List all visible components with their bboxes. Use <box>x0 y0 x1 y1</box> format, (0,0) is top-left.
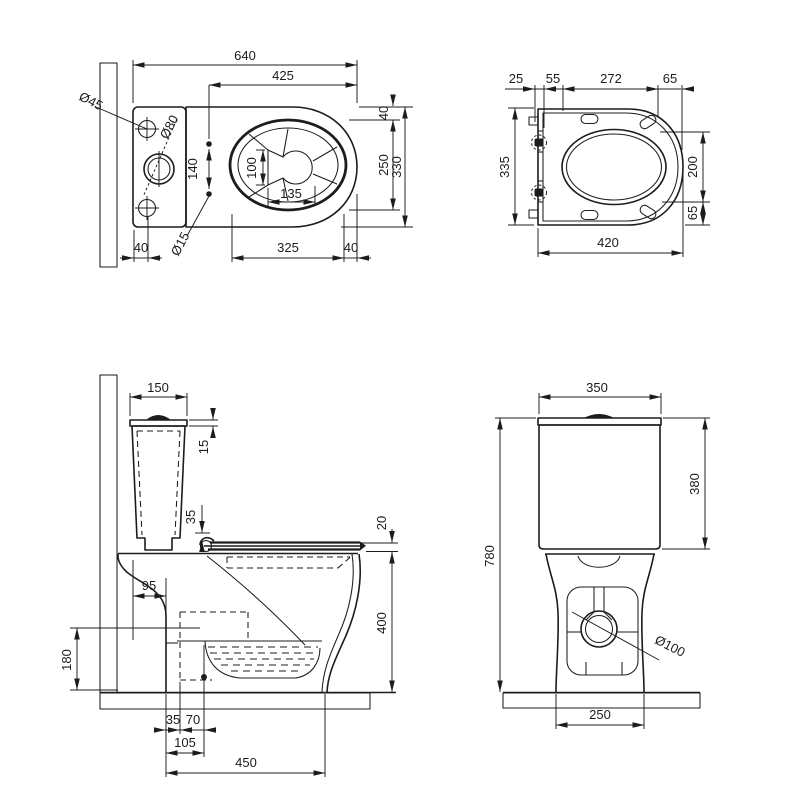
tank-lid <box>537 417 662 426</box>
dim-front-offset: 40 <box>344 240 358 255</box>
tank-lid <box>129 419 188 427</box>
trap-hidden-lines <box>179 556 351 681</box>
seat-plan-view: 25 55 272 65 335 200 65 420 <box>497 71 710 257</box>
rear-view: 350 380 780 Ø100 250 <box>482 380 710 729</box>
outlet-leader <box>571 611 660 661</box>
tank-outline <box>132 106 187 228</box>
supply-holes <box>135 117 159 220</box>
dim-bolt-offset-a: 35 <box>166 712 180 727</box>
seat-bolt-hole-rear <box>206 141 212 147</box>
dim-bowl-inner-width: 250 <box>376 154 391 176</box>
side-dimension-texts: 150 15 35 20 95 180 400 35 70 105 450 <box>59 380 389 770</box>
tank-knob <box>146 415 171 420</box>
dim-tank-to-front: 425 <box>272 68 294 83</box>
drain-hole <box>142 118 178 198</box>
dim-slot-span: 272 <box>600 71 622 86</box>
dim-hinge-width: 55 <box>546 71 560 86</box>
dim-outlet-width: 100 <box>244 157 259 179</box>
plan-dimensions <box>95 60 413 262</box>
dim-outlet-length: 135 <box>280 186 302 201</box>
dim-seat-width: 335 <box>497 156 512 178</box>
dim-bowl-height: 400 <box>374 612 389 634</box>
seat-outer-outline <box>537 108 684 226</box>
bowl-back-outer <box>326 553 362 693</box>
label-drain-hole: Ø80 <box>157 113 182 142</box>
dim-tank-width: 350 <box>586 380 608 395</box>
dim-tank-top-width: 150 <box>147 380 169 395</box>
dim-rim-top-offset: 40 <box>376 106 391 120</box>
tank-inner-dashed <box>136 430 181 536</box>
rear-dimensions <box>495 393 710 729</box>
label-outlet-hole: Ø100 <box>652 632 687 660</box>
dim-bowl-width: 330 <box>389 156 404 178</box>
wall-hatch <box>99 62 118 268</box>
dim-overall-length: 640 <box>234 48 256 63</box>
seat-opening-inner <box>565 133 663 201</box>
bowl-body-outline <box>185 106 358 228</box>
dim-overall-height: 780 <box>482 545 497 567</box>
dim-tank-height: 380 <box>687 473 702 495</box>
floor-hatch <box>502 692 701 709</box>
bowl-smile-curve <box>577 555 621 568</box>
tank-body <box>131 425 186 551</box>
seat-opening-outer <box>561 128 667 206</box>
rear-dimension-texts: 350 380 780 Ø100 250 <box>482 380 702 722</box>
seat-closed <box>199 536 366 553</box>
outlet-circle-outer <box>580 610 618 648</box>
seat-dimensions <box>505 85 710 257</box>
tank-body <box>538 424 661 550</box>
bumper-slots <box>580 113 657 221</box>
dim-trap-offset: 95 <box>142 578 156 593</box>
bowl-rim-outer <box>228 118 348 212</box>
hinge-circle-front <box>531 184 547 201</box>
seat-bolt-hole-front <box>206 191 212 197</box>
pedestal-front-profile <box>117 554 167 692</box>
dim-tank-to-seat: 35 <box>183 510 198 524</box>
dim-bolt-spacing: 140 <box>185 158 200 180</box>
rim-spokes <box>248 128 338 202</box>
hinge-plate <box>528 116 543 219</box>
dim-hole-offset: 40 <box>134 240 148 255</box>
seat-dimension-texts: 25 55 272 65 335 200 65 420 <box>497 71 700 250</box>
dim-seat-length: 420 <box>597 235 619 250</box>
toilet-plan-view: 640 425 40 250 330 140 100 135 40 325 40… <box>77 48 413 268</box>
dim-inner-depth: 200 <box>685 156 700 178</box>
side-section-view: 150 15 35 20 95 180 400 35 70 105 450 <box>59 374 398 777</box>
flush-pipe <box>567 587 638 675</box>
flush-outlet <box>267 149 313 186</box>
dim-bolt-offset-b: 70 <box>186 712 200 727</box>
hinge-bolt-front <box>534 188 544 197</box>
outlet-circle-inner <box>584 614 614 644</box>
dim-bolt-offset-c: 105 <box>174 735 196 750</box>
dim-side-offset: 65 <box>663 71 677 86</box>
bowl-left-profile <box>545 553 559 693</box>
dim-overall-depth: 450 <box>235 755 257 770</box>
dim-seat-thickness: 20 <box>374 516 389 530</box>
dim-hinge-offset: 25 <box>509 71 523 86</box>
bowl-back-inner <box>321 553 354 693</box>
bowl-front-curve <box>206 555 306 646</box>
side-dimensions <box>70 393 398 777</box>
dim-inner-offset: 65 <box>685 206 700 220</box>
tank-knob <box>584 414 614 418</box>
dim-bowl-front-length: 325 <box>277 240 299 255</box>
wall-hatch <box>99 374 118 694</box>
bowl-right-profile <box>641 553 655 693</box>
hinge-bolt-rear <box>534 138 544 147</box>
hinge-circle-rear <box>531 134 547 151</box>
dim-lid-thickness: 15 <box>196 440 211 454</box>
water-section <box>166 640 322 679</box>
dim-trap-height: 180 <box>59 649 74 671</box>
floor-hatch <box>99 692 371 710</box>
back-recess-panel <box>566 586 639 676</box>
dim-base-width: 250 <box>589 707 611 722</box>
